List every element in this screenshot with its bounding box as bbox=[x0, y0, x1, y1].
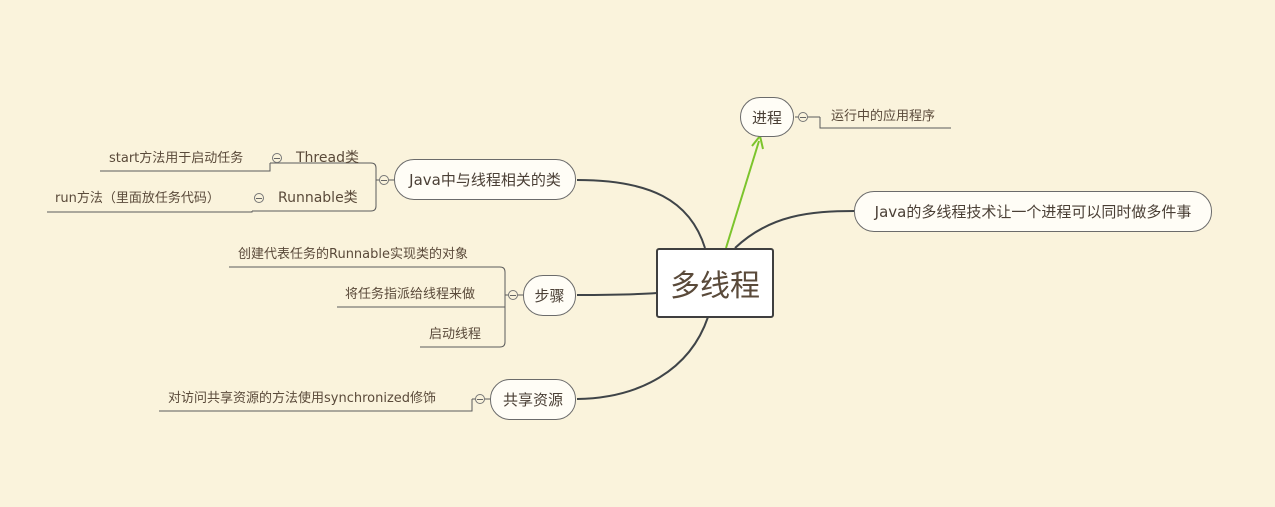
topic-definition-label: Java的多线程技术让一个进程可以同时做多件事 bbox=[874, 203, 1192, 221]
subtopic-thread-class[interactable]: Thread类 bbox=[296, 150, 359, 166]
subtopic-runnable-class[interactable]: Runnable类 bbox=[278, 190, 358, 206]
leaf-step-create-runnable: 创建代表任务的Runnable实现类的对象 bbox=[238, 247, 468, 262]
leaf-step-start-thread: 启动线程 bbox=[429, 327, 482, 342]
connector-shared-resource bbox=[576, 316, 709, 400]
collapse-process-toggle[interactable] bbox=[798, 112, 808, 122]
topic-process-label: 进程 bbox=[751, 108, 782, 127]
topic-definition[interactable]: Java的多线程技术让一个进程可以同时做多件事 bbox=[854, 191, 1212, 232]
topic-process[interactable]: 进程 bbox=[740, 97, 794, 137]
connector-java-classes bbox=[576, 179, 706, 249]
connector-steps bbox=[576, 292, 658, 296]
topic-steps[interactable]: 步骤 bbox=[523, 275, 576, 316]
leaf-process-description: 运行中的应用程序 bbox=[831, 109, 936, 124]
topic-java-classes-label: Java中与线程相关的类 bbox=[409, 171, 561, 189]
collapse-java-classes-toggle[interactable] bbox=[379, 175, 389, 185]
collapse-thread-class-toggle[interactable] bbox=[272, 153, 282, 163]
topic-java-classes[interactable]: Java中与线程相关的类 bbox=[394, 159, 576, 200]
topic-shared-resource-label: 共享资源 bbox=[502, 391, 563, 409]
leaf-start-method: start方法用于启动任务 bbox=[109, 151, 244, 166]
central-topic-label: 多线程 bbox=[670, 269, 760, 304]
connector-definition bbox=[734, 210, 856, 249]
central-topic[interactable]: 多线程 bbox=[656, 248, 774, 318]
collapse-runnable-class-toggle[interactable] bbox=[254, 193, 264, 203]
leaf-synchronized-usage: 对访问共享资源的方法使用synchronized修饰 bbox=[168, 391, 437, 406]
topic-shared-resource[interactable]: 共享资源 bbox=[490, 379, 576, 420]
collapse-steps-toggle[interactable] bbox=[508, 290, 518, 300]
leaf-step-assign-thread: 将任务指派给线程来做 bbox=[345, 287, 476, 302]
topic-steps-label: 步骤 bbox=[534, 287, 565, 305]
leaf-run-method: run方法（里面放任务代码） bbox=[55, 191, 220, 206]
collapse-shared-resource-toggle[interactable] bbox=[475, 394, 485, 404]
connector-process-arrow bbox=[725, 140, 760, 249]
